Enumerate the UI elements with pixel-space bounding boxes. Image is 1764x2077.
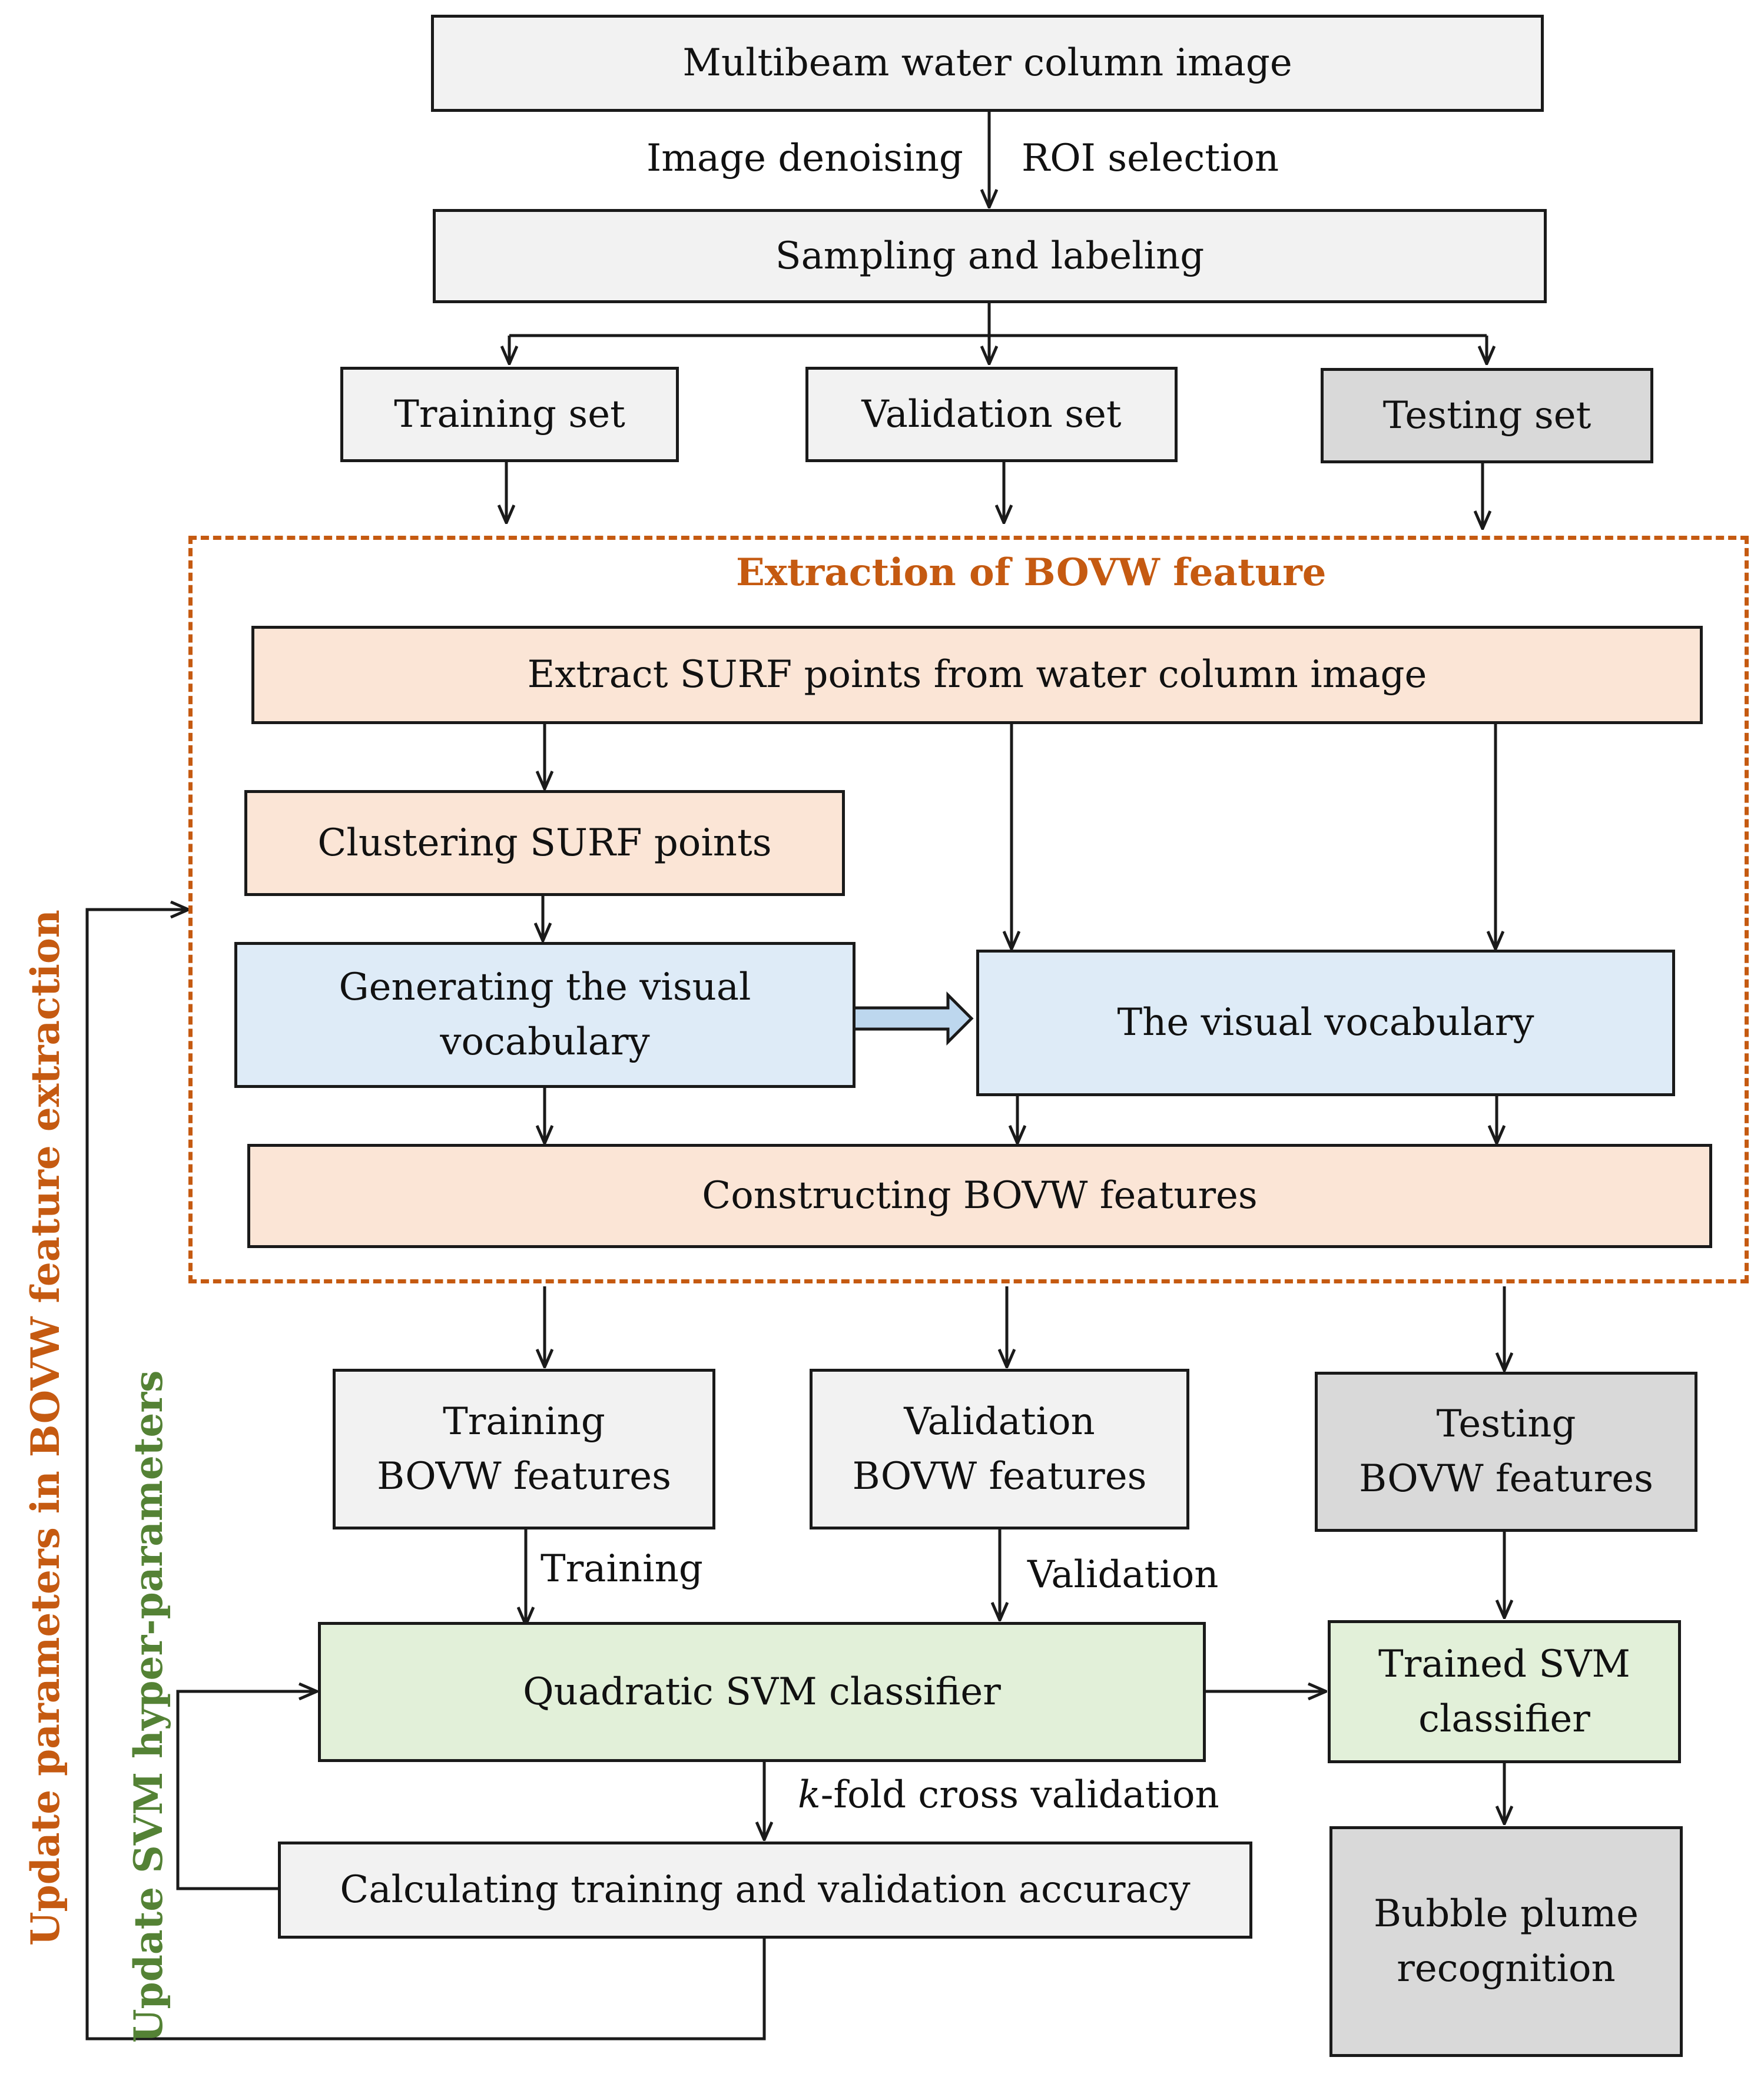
kfold-label: k-fold cross validation [798,1773,1219,1817]
generating-vocab-box: Generating the visual vocabulary [234,942,856,1088]
roi-label: ROI selection [1022,137,1279,180]
accuracy-label: Calculating training and validation accu… [340,1868,1191,1912]
extract-surf-label: Extract SURF points from water column im… [527,653,1427,697]
validation-features-line1: Validation [904,1399,1095,1444]
kfold-rest: -fold cross validation [820,1773,1219,1817]
testing-features-box: Testing BOVW features [1315,1372,1697,1532]
svm-classifier-label: Quadratic SVM classifier [523,1670,1001,1714]
training-set-box: Training set [340,367,679,462]
trained-svm-line2: classifier [1418,1697,1590,1741]
generating-vocab-line1: Generating the visual [339,965,751,1010]
svm-update-side-label: Update SVM hyper-parameters [125,1370,171,2043]
edge-bovw-feedback-loop [85,910,766,2040]
visual-vocab-box: The visual vocabulary [976,950,1675,1096]
validation-set-box: Validation set [805,367,1178,462]
bovw-extraction-region [188,536,1749,1283]
validation-features-box: Validation BOVW features [810,1369,1189,1529]
clustering-label: Clustering SURF points [317,821,772,865]
validation-set-label: Validation set [861,392,1122,436]
recognition-box: Bubble plume recognition [1329,1826,1683,2057]
input-image-box: Multibeam water column image [431,15,1544,112]
training-features-line2: BOVW features [377,1454,671,1498]
accuracy-box: Calculating training and validation accu… [278,1842,1252,1939]
testing-set-box: Testing set [1321,368,1653,463]
denoising-label: Image denoising [646,137,963,180]
constructing-label: Constructing BOVW features [702,1174,1258,1218]
input-image-label: Multibeam water column image [682,41,1292,85]
recognition-line2: recognition [1397,1947,1616,1990]
sampling-box: Sampling and labeling [433,209,1547,303]
testing-set-label: Testing set [1382,393,1591,437]
training-set-label: Training set [394,392,625,436]
edge-generating-to-vocab-block-arrow [851,991,974,1046]
kfold-k: k [798,1773,821,1817]
visual-vocab-label: The visual vocabulary [1117,1001,1534,1045]
extract-surf-box: Extract SURF points from water column im… [251,626,1703,724]
bovw-update-side-label: Update parameters in BOVW feature extrac… [22,910,68,1946]
bovw-region-title: Extraction of BOVW feature [736,550,1327,595]
validation-edge-label: Validation [1027,1553,1219,1597]
edge-svm-feedback-loop [176,1691,317,1890]
svm-classifier-box: Quadratic SVM classifier [318,1622,1206,1762]
trained-svm-box: Trained SVM classifier [1328,1620,1681,1763]
validation-features-line2: BOVW features [852,1454,1147,1498]
clustering-box: Clustering SURF points [244,790,845,896]
trained-svm-line1: Trained SVM [1378,1642,1630,1686]
testing-features-line1: Testing [1436,1402,1576,1446]
generating-vocab-line2: vocabulary [440,1020,650,1064]
training-features-line1: Training [443,1399,605,1444]
recognition-line1: Bubble plume [1373,1892,1639,1936]
training-edge-label: Training [541,1547,703,1591]
sampling-label: Sampling and labeling [775,234,1205,278]
training-features-box: Training BOVW features [333,1369,715,1529]
testing-features-line2: BOVW features [1359,1457,1653,1501]
constructing-box: Constructing BOVW features [247,1144,1712,1248]
